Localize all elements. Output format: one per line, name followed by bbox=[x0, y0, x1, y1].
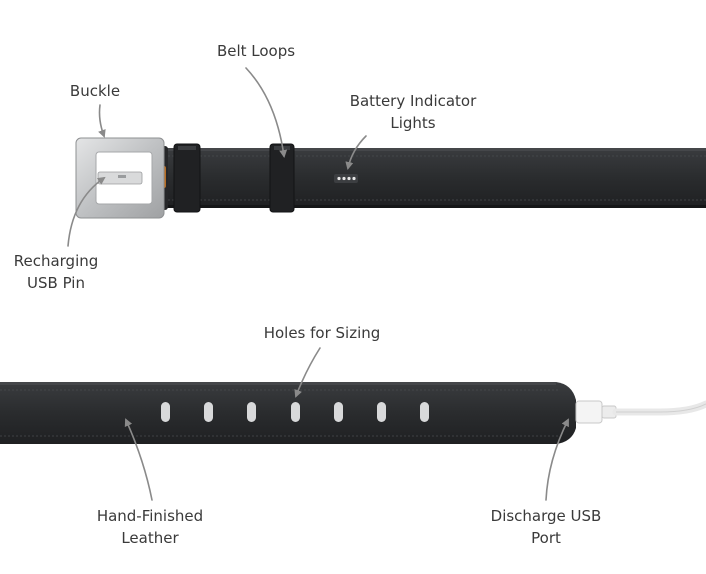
label-hand-finished-line1: Hand-Finished bbox=[96, 507, 204, 525]
arrow-buckle bbox=[98, 104, 106, 138]
label-discharge-usb-port: Discharge USB Port bbox=[472, 505, 620, 549]
label-holes-for-sizing: Holes for Sizing bbox=[240, 322, 404, 344]
sizing-holes bbox=[161, 402, 429, 422]
label-holes-text: Holes for Sizing bbox=[263, 324, 381, 342]
belt-buckle-icon bbox=[75, 137, 165, 219]
label-buckle: Buckle bbox=[50, 80, 140, 102]
label-discharge-line2: Port bbox=[531, 529, 561, 547]
battery-indicator-lights bbox=[334, 174, 358, 183]
label-discharge-line1: Discharge USB bbox=[490, 507, 602, 525]
label-recharging-line1: Recharging bbox=[13, 252, 99, 270]
label-recharging-line2: USB Pin bbox=[27, 274, 85, 292]
arrow-belt-loops bbox=[245, 67, 288, 158]
arrow-recharging bbox=[67, 176, 106, 247]
arrow-discharge bbox=[545, 418, 569, 501]
arrow-hand-finished bbox=[124, 418, 153, 501]
label-hand-finished-leather: Hand-Finished Leather bbox=[80, 505, 220, 549]
label-recharging-usb-pin: Recharging USB Pin bbox=[0, 250, 112, 294]
callout-arrows bbox=[67, 67, 569, 501]
label-buckle-text: Buckle bbox=[69, 82, 121, 100]
arrow-battery bbox=[345, 135, 367, 170]
label-battery-line2: Lights bbox=[390, 114, 436, 132]
top-belt-strap bbox=[160, 148, 706, 208]
label-battery-indicator: Battery Indicator Lights bbox=[328, 90, 498, 134]
belt-loop-1 bbox=[173, 143, 201, 213]
usb-cable-icon bbox=[575, 400, 706, 424]
label-belt-loops: Belt Loops bbox=[196, 40, 316, 62]
belt-loop-2 bbox=[269, 143, 295, 213]
label-battery-line1: Battery Indicator bbox=[349, 92, 477, 110]
label-hand-finished-line2: Leather bbox=[121, 529, 179, 547]
label-belt-loops-text: Belt Loops bbox=[216, 42, 296, 60]
bottom-belt-strap bbox=[0, 382, 576, 444]
arrow-holes bbox=[294, 347, 321, 398]
